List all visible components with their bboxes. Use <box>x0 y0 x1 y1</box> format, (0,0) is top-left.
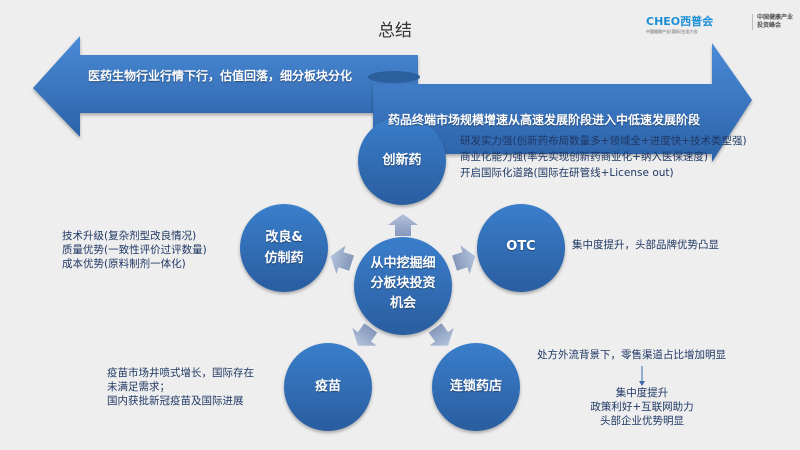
arrow-down-left-icon <box>352 323 378 346</box>
center-label: 从中挖掘细 分板块投资 机会 <box>370 256 436 311</box>
logo-cheo: CHEO西普会 中国健康产业(国际)生态大会 <box>646 15 714 34</box>
node-innovative-circle <box>358 117 446 205</box>
arrow-fold <box>368 71 420 83</box>
node-improved-label: 改良& 仿制药 <box>264 230 304 266</box>
pharmacy-notes: 集中度提升 政策利好+互联网助力 头部企业优势明显 <box>590 387 694 427</box>
node-otc-label: OTC <box>506 239 536 254</box>
small-arrows <box>330 214 476 346</box>
node-pharmacy-label: 连锁药店 <box>449 379 502 394</box>
down-arrow-icon <box>639 381 645 386</box>
arrow-up-icon <box>388 214 418 236</box>
node-vaccine-circle <box>284 343 372 431</box>
right-arrow-text: 药品终端市场规模增速从高速发展阶段进入中低速发展阶段 <box>388 113 701 127</box>
node-otc-circle <box>477 204 565 292</box>
center-circle <box>354 237 452 335</box>
left-big-arrow <box>33 36 418 137</box>
slide-title: 总结 <box>378 21 412 41</box>
arrow-right-icon <box>452 245 476 274</box>
logo-partner: 中国健康产业 投资峰会 <box>752 14 797 30</box>
improved-notes: 技术升级(复杂剂型改良情况) 质量优势(一致性评价过评数量) 成本优势(原料制剂… <box>62 230 207 270</box>
node-pharmacy-circle <box>432 343 520 431</box>
right-big-arrow <box>373 43 752 162</box>
left-arrow-text: 医药生物行业行情下行，估值回落，细分板块分化 <box>88 69 353 83</box>
arrow-down-right-icon <box>428 323 454 346</box>
node-vaccine-label: 疫苗 <box>314 379 341 394</box>
node-improved-circle <box>240 204 328 292</box>
otc-notes: 集中度提升，头部品牌优势凸显 <box>572 239 719 251</box>
pharmacy-top-note: 处方外流背景下，零售渠道占比增加明显 <box>537 349 726 361</box>
node-innovative-label: 创新药 <box>382 153 422 168</box>
vaccine-notes: 疫苗市场井喷式增长，国际存在 未满足需求； 国内获批新冠疫苗及国际进展 <box>107 367 254 407</box>
arrow-left-icon <box>330 245 354 274</box>
innovative-notes: 研发实力强(创新药布局数量多+领域全+进度快+技术类型强) 商业化能力强(率先实… <box>460 135 747 179</box>
